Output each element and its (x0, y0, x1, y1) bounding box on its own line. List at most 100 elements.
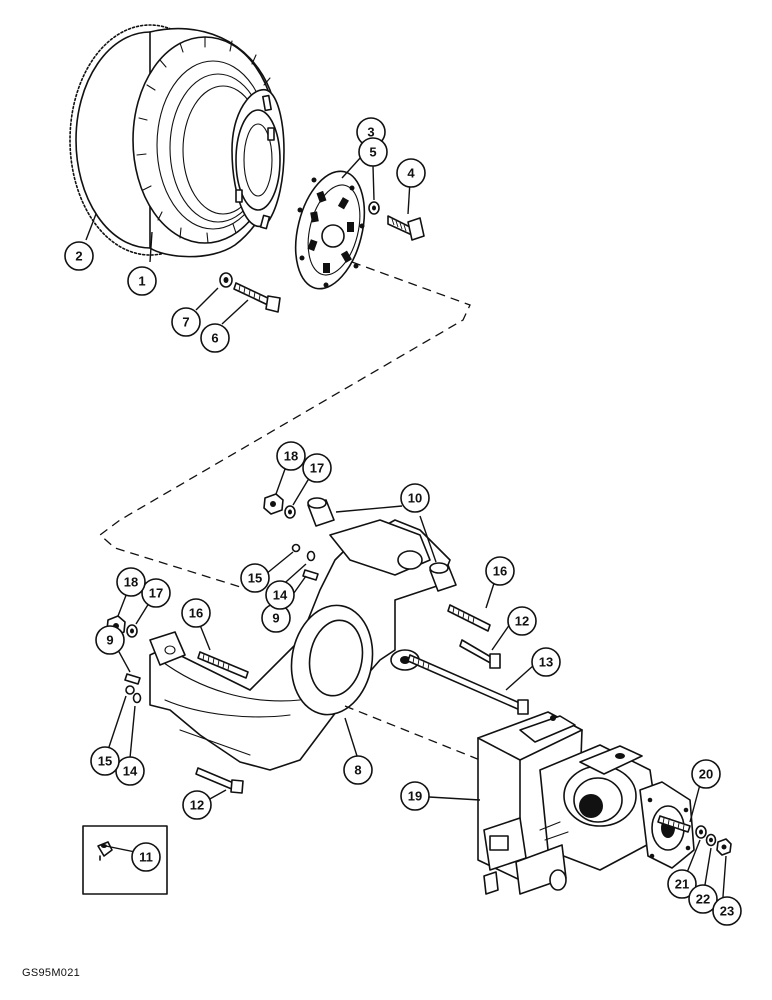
callout-2-label: 2 (75, 249, 82, 264)
callout-17-left: 17 (141, 578, 171, 608)
bushing-10-upper (307, 497, 335, 527)
bolt-12-right (459, 639, 501, 669)
callout-5: 5 (358, 137, 388, 167)
callout-15-upper-label: 15 (248, 571, 262, 586)
callout-10-label: 10 (408, 491, 422, 506)
leader-11 (105, 845, 136, 853)
callout-14-left-label: 14 (123, 764, 138, 779)
callout-17-upper: 17 (302, 453, 332, 483)
leader-2 (85, 213, 97, 241)
callout-11-label: 11 (139, 850, 153, 865)
callout-22: 22 (688, 884, 718, 914)
callout-9-upper-label: 9 (272, 611, 279, 626)
washer-17-upper (284, 505, 296, 519)
callout-4-label: 4 (407, 166, 415, 181)
callout-12-right: 12 (507, 606, 537, 636)
callout-20-label: 20 (699, 767, 713, 782)
callout-12-lower: 12 (182, 790, 212, 820)
callout-21: 21 (667, 869, 697, 899)
bushing-10-lower (429, 562, 457, 592)
callout-21-label: 21 (675, 877, 689, 892)
callout-18-upper-label: 18 (284, 449, 298, 464)
flywheel-assembly (69, 24, 285, 258)
callout-7: 7 (171, 307, 201, 337)
callout-17-upper-label: 17 (310, 461, 324, 476)
callout-8-label: 8 (354, 763, 361, 778)
leader-12a (207, 789, 227, 801)
dowel-9-left (124, 673, 141, 685)
leader-15a (107, 695, 127, 751)
coupling-disc-drawing (294, 170, 366, 290)
leader-10b (419, 515, 437, 563)
callout-12-right-label: 12 (515, 614, 529, 629)
callout-22-label: 22 (696, 892, 710, 907)
washer-14-left (132, 692, 142, 704)
callout-14-left: 14 (115, 756, 145, 786)
washer-5-drawing (368, 201, 380, 215)
leader-1 (149, 231, 153, 263)
nut-15-left (125, 685, 135, 695)
callout-13: 13 (531, 647, 561, 677)
leader-15b (265, 551, 294, 575)
washer-14-upper (306, 550, 316, 562)
callout-14-upper-label: 14 (273, 588, 288, 603)
callout-23-label: 23 (720, 904, 734, 919)
callout-7-label: 7 (182, 315, 189, 330)
callout-3-label: 3 (367, 125, 374, 140)
callout-6-label: 6 (211, 331, 218, 346)
bolt-6-drawing (233, 282, 281, 313)
callout-9-left: 9 (95, 625, 125, 655)
alignment-line-pump (344, 705, 481, 761)
stud-20-drawing (657, 815, 691, 833)
callout-15-left-label: 15 (98, 754, 112, 769)
callout-8: 8 (343, 755, 373, 785)
callout-19-label: 19 (408, 789, 422, 804)
hydrostatic-pump-drawing (477, 711, 695, 895)
washer-7-drawing (219, 272, 233, 288)
nut-15-upper (291, 543, 301, 553)
bolt-4-drawing (387, 215, 425, 241)
callout-2: 2 (64, 241, 94, 271)
washer-17-left (126, 624, 138, 638)
callout-17-left-label: 17 (149, 586, 163, 601)
callout-16-right-label: 16 (493, 564, 507, 579)
callout-10: 10 (400, 483, 430, 513)
callout-4: 4 (396, 158, 426, 188)
washer-21-drawing (695, 825, 707, 839)
leader-7 (195, 287, 219, 311)
callout-9-left-label: 9 (106, 633, 113, 648)
callout-6: 6 (200, 323, 230, 353)
stud-16-left (197, 651, 249, 679)
leader-14a (129, 705, 136, 759)
callout-20: 20 (691, 759, 721, 789)
alignment-line (98, 261, 471, 591)
bolt-12-lower (195, 767, 244, 794)
figure-reference-code: GS95M021 (22, 967, 81, 979)
callout-16-left: 16 (181, 598, 211, 628)
callout-5-label: 5 (369, 145, 376, 160)
callout-18-left: 18 (116, 567, 146, 597)
nut-18-upper (263, 493, 284, 515)
callout-1-label: 1 (138, 274, 145, 289)
stud-16-right (447, 604, 491, 632)
callout-15-left: 15 (90, 746, 120, 776)
leader-12b (491, 623, 511, 651)
lock-washer-22-drawing (705, 833, 717, 847)
callout-23: 23 (712, 896, 742, 926)
callout-16-right: 16 (485, 556, 515, 586)
leader-9a (117, 649, 131, 673)
callout-12-lower-label: 12 (190, 798, 204, 813)
long-bolt-13 (407, 654, 529, 715)
callout-13-label: 13 (539, 655, 553, 670)
callout-19: 19 (400, 781, 430, 811)
callout-14-upper: 14 (265, 580, 295, 610)
pump-mount-bracket-drawing (149, 519, 451, 771)
callout-1: 1 (127, 266, 157, 296)
leader-6 (221, 299, 249, 325)
dowel-9-upper (302, 569, 319, 581)
nut-23-drawing (716, 838, 732, 856)
callout-18-left-label: 18 (124, 575, 138, 590)
leader-10a (335, 505, 403, 513)
callout-18-upper: 18 (276, 441, 306, 471)
